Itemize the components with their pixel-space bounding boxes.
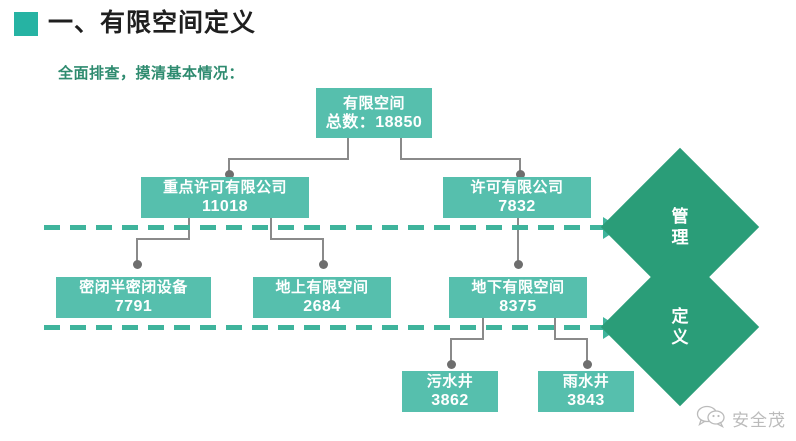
diamond-manage-char-1: 管 bbox=[671, 207, 689, 226]
connector-dot-permit bbox=[516, 170, 525, 179]
node-sealed[interactable]: 密闭半密闭设备 7791 bbox=[56, 277, 211, 318]
connector-below-left-down bbox=[450, 338, 452, 363]
node-root-label: 有限空间 bbox=[342, 94, 405, 112]
node-sewage[interactable]: 污水井 3862 bbox=[402, 371, 498, 412]
diamond-define-char-2: 义 bbox=[671, 328, 689, 347]
slide-header: 一、有限空间定义 bbox=[0, 0, 796, 46]
diamond-define-char-1: 定 bbox=[671, 307, 689, 326]
page-title: 一、有限空间定义 bbox=[48, 9, 257, 37]
node-permit-label: 许可有限公司 bbox=[470, 179, 564, 196]
watermark-text: 安全茂 bbox=[732, 411, 786, 430]
connector-root-right-down bbox=[519, 158, 521, 173]
node-permit-value: 7832 bbox=[498, 198, 536, 215]
node-rainwell-label: 雨水井 bbox=[562, 373, 610, 390]
node-below-label: 地下有限空间 bbox=[471, 279, 565, 296]
node-permit[interactable]: 许可有限公司 7832 bbox=[443, 177, 591, 218]
node-sewage-value: 3862 bbox=[431, 392, 469, 409]
node-rainwell[interactable]: 雨水井 3843 bbox=[538, 371, 634, 412]
watermark: 安全茂 bbox=[696, 404, 786, 433]
connector-root-left-down bbox=[228, 158, 230, 173]
node-sealed-value: 7791 bbox=[114, 298, 153, 315]
diamond-manage-char-2: 理 bbox=[671, 228, 689, 247]
connector-keypermit-left-down bbox=[136, 238, 138, 263]
node-root[interactable]: 有限空间 总数：18850 bbox=[316, 88, 432, 138]
node-root-value: 总数：18850 bbox=[325, 113, 423, 131]
connector-keypermit-right-down bbox=[322, 238, 324, 263]
dashed-arrow-manage-line bbox=[44, 225, 609, 230]
connector-dot-rainwell bbox=[583, 360, 592, 369]
connector-keypermit-right-horizontal bbox=[270, 238, 324, 240]
connector-below-right-down bbox=[586, 338, 588, 363]
connector-dot-key-permit bbox=[225, 170, 234, 179]
diamond-define-label: 定 义 bbox=[668, 306, 692, 348]
node-above-value: 2684 bbox=[303, 298, 341, 315]
connector-below-right-horizontal bbox=[554, 338, 588, 340]
connector-below-left-horizontal bbox=[450, 338, 484, 340]
connector-keypermit-left-horizontal bbox=[136, 238, 190, 240]
node-below-value: 8375 bbox=[499, 298, 537, 315]
header-bullet-square bbox=[14, 12, 38, 36]
node-rainwell-value: 3843 bbox=[567, 392, 605, 409]
connector-dot-above bbox=[319, 260, 328, 269]
wechat-bubbles-icon bbox=[696, 404, 726, 433]
node-sewage-label: 污水井 bbox=[426, 373, 474, 390]
node-below[interactable]: 地下有限空间 8375 bbox=[449, 277, 587, 318]
connector-permit-below bbox=[517, 218, 519, 264]
diamond-manage-label: 管 理 bbox=[668, 206, 692, 248]
node-above[interactable]: 地上有限空间 2684 bbox=[253, 277, 391, 318]
connector-dot-sealed bbox=[133, 260, 142, 269]
connector-root-left-stub bbox=[347, 138, 349, 160]
connector-dot-below bbox=[514, 260, 523, 269]
node-above-label: 地上有限空间 bbox=[275, 279, 369, 296]
subtitle-text: 全面排查，摸清基本情况： bbox=[58, 65, 245, 82]
node-key-permit[interactable]: 重点许可有限公司 11018 bbox=[141, 177, 309, 218]
connector-root-right-horizontal bbox=[400, 158, 521, 160]
dashed-arrow-define-line bbox=[44, 325, 609, 330]
node-key-permit-value: 11018 bbox=[201, 198, 249, 215]
connector-root-right-stub bbox=[400, 138, 402, 160]
node-sealed-label: 密闭半密闭设备 bbox=[79, 279, 188, 296]
connector-dot-sewage bbox=[447, 360, 456, 369]
connector-root-left-horizontal bbox=[228, 158, 349, 160]
node-key-permit-label: 重点许可有限公司 bbox=[162, 179, 287, 196]
